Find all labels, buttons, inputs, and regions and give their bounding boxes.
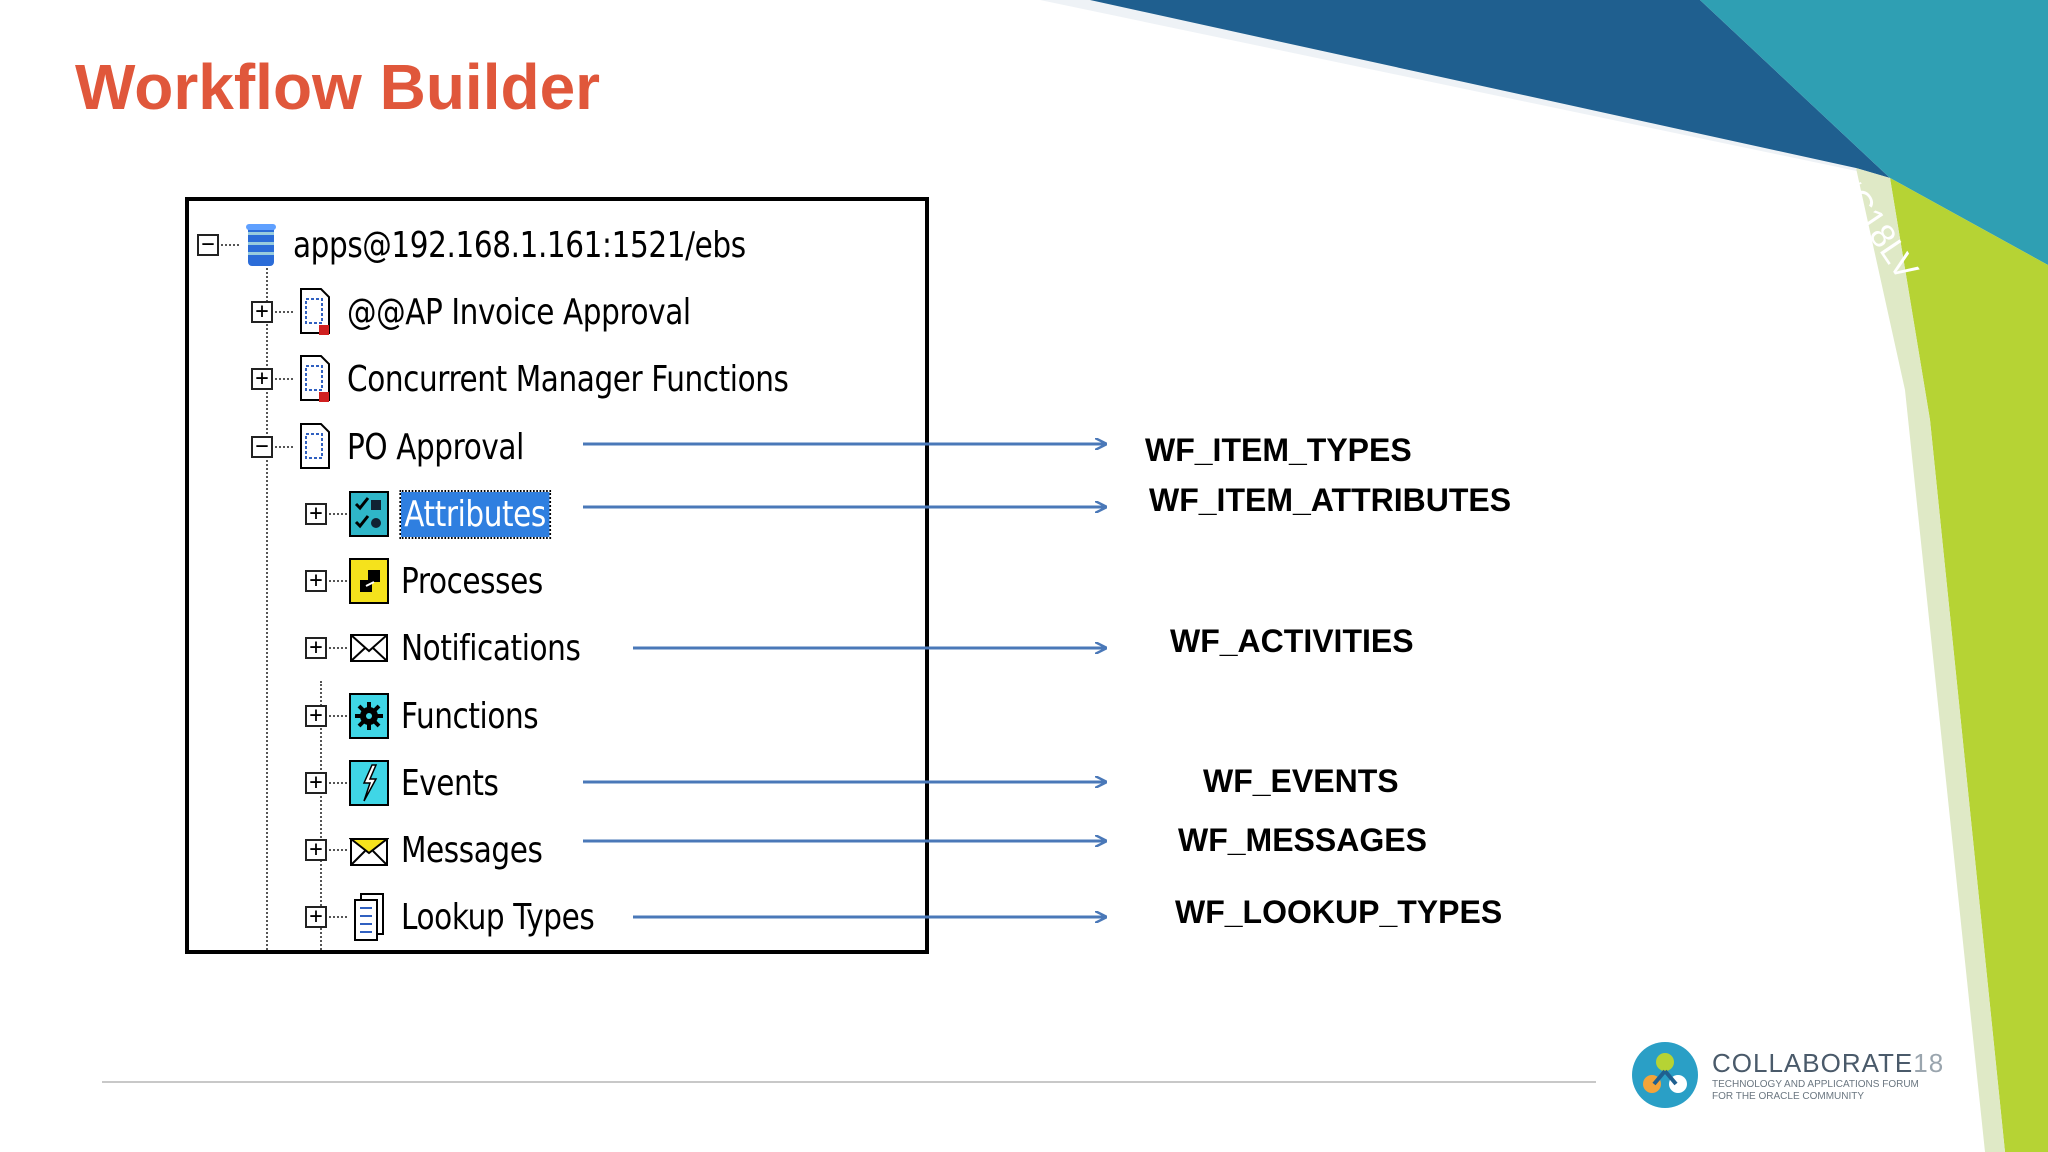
slide-title: Workflow Builder	[75, 51, 601, 123]
expand-toggle[interactable]: +	[305, 570, 327, 592]
tree-node-functions[interactable]: + Functions	[305, 686, 568, 746]
tree-node-label: Events	[401, 762, 499, 804]
collaborate-logo: COLLABORATE18 TECHNOLOGY AND APPLICATION…	[1630, 1040, 1944, 1110]
tree-dots	[329, 580, 347, 582]
tree-connector	[266, 257, 268, 950]
table-label-item-attributes: WF_ITEM_ATTRIBUTES	[1149, 482, 1512, 518]
tree-item-ap-invoice-approval[interactable]: + @@AP Invoice Approval	[251, 282, 766, 342]
table-label-messages: WF_MESSAGES	[1178, 822, 1427, 858]
table-label-activities: WF_ACTIVITIES	[1170, 623, 1414, 659]
tree-root[interactable]: − apps@192.168.1.161:1521/ebs	[197, 215, 845, 275]
database-icon	[241, 222, 281, 268]
tree-dots	[329, 916, 347, 918]
tree-item-label: PO Approval	[347, 426, 524, 468]
processes-icon	[349, 558, 389, 604]
tree-dots	[329, 849, 347, 851]
expand-toggle[interactable]: +	[305, 503, 327, 525]
item-type-icon	[295, 355, 335, 402]
message-icon	[349, 827, 389, 873]
table-label-lookup-types: WF_LOOKUP_TYPES	[1175, 894, 1503, 930]
tree-item-concurrent-manager-functions[interactable]: + Concurrent Manager Functions	[251, 349, 885, 409]
workflow-navigator-tree: − apps@192.168.1.161:1521/ebs + @@AP Inv…	[185, 197, 929, 954]
expand-toggle[interactable]: +	[251, 301, 273, 323]
tree-item-label: @@AP Invoice Approval	[347, 291, 691, 333]
tree-dots	[275, 311, 293, 313]
tree-connector	[320, 681, 322, 950]
tree-node-processes[interactable]: + Processes	[305, 551, 574, 611]
brand-tagline: TECHNOLOGY AND APPLICATIONS FORUM	[1712, 1078, 1919, 1090]
tree-item-label: Concurrent Manager Functions	[347, 358, 789, 400]
footer-divider	[102, 1081, 1596, 1083]
collapse-toggle[interactable]: −	[251, 436, 273, 458]
expand-toggle[interactable]: +	[305, 839, 327, 861]
brand-name: COLLABORATE18	[1712, 1047, 1945, 1078]
tree-node-label: Functions	[401, 695, 539, 737]
table-label-events: WF_EVENTS	[1203, 763, 1399, 799]
tree-node-messages[interactable]: + Messages	[305, 820, 574, 880]
item-type-icon	[295, 288, 335, 335]
tree-node-notifications[interactable]: + Notifications	[305, 618, 620, 678]
tree-dots	[329, 715, 347, 717]
tree-node-label: Lookup Types	[401, 896, 595, 938]
tree-dots	[221, 244, 239, 246]
lightning-icon	[349, 760, 389, 806]
tree-dots	[329, 782, 347, 784]
tree-item-po-approval[interactable]: − PO Approval	[251, 417, 563, 477]
tree-dots	[329, 647, 347, 649]
expand-toggle[interactable]: +	[305, 906, 327, 928]
tree-root-label: apps@192.168.1.161:1521/ebs	[293, 224, 746, 266]
expand-toggle[interactable]: +	[305, 705, 327, 727]
tree-dots	[275, 446, 293, 448]
attributes-icon	[349, 491, 389, 537]
tree-node-label: Messages	[401, 829, 543, 871]
item-type-icon	[295, 423, 335, 470]
expand-toggle[interactable]: +	[305, 772, 327, 794]
tree-node-label: Notifications	[401, 627, 581, 669]
tree-node-attributes[interactable]: + Attributes	[305, 484, 582, 544]
collapse-toggle[interactable]: −	[197, 234, 219, 256]
brand-number: 18	[1913, 1047, 1945, 1078]
tree-node-label: Processes	[401, 560, 543, 602]
table-label-item-types: WF_ITEM_TYPES	[1145, 432, 1412, 468]
tree-node-label-selected: Attributes	[399, 489, 551, 539]
expand-toggle[interactable]: +	[251, 368, 273, 390]
lookup-icon	[349, 893, 389, 941]
gear-icon	[349, 693, 389, 739]
tree-dots	[329, 513, 347, 515]
tree-node-lookup-types[interactable]: + Lookup Types	[305, 887, 637, 947]
brand-tagline: FOR THE ORACLE COMMUNITY	[1712, 1090, 1865, 1102]
tree-node-events[interactable]: + Events	[305, 753, 520, 813]
tree-dots	[275, 378, 293, 380]
expand-toggle[interactable]: +	[305, 637, 327, 659]
collaborate-logo-mark	[1632, 1042, 1698, 1108]
envelope-icon	[349, 625, 389, 671]
